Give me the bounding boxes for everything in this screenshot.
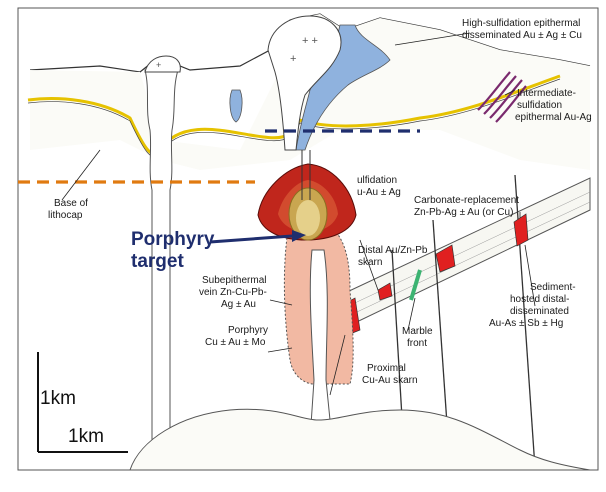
label-partial-1: ulfidation (357, 175, 397, 186)
label-subep-1: Subepithermal (202, 275, 266, 286)
label-prox-1: Proximal (367, 363, 406, 374)
dome-plus-1: + + (302, 35, 318, 47)
label-inter-1: Intermediate- (517, 88, 576, 99)
label-distal-1: Distal Au/Zn-Pb (358, 245, 428, 256)
label-sed-2: hosted distal- (510, 294, 569, 305)
label-partial-2: u-Au ± Ag (357, 187, 401, 198)
label-distal-2: skarn (358, 257, 382, 268)
label-subep-2: vein Zn-Cu-Pb- (199, 287, 267, 298)
label-inter-2: sulfidation (517, 100, 562, 111)
label-subep-3: Ag ± Au (221, 299, 256, 310)
dome-plus-2: + (290, 53, 296, 65)
label-target-2: target (131, 251, 184, 272)
label-marble-1: Marble (402, 326, 433, 337)
label-marble-2: front (407, 338, 427, 349)
label-inter-3: epithermal Au-Ag (515, 112, 592, 123)
label-prox-2: Cu-Au skarn (362, 375, 418, 386)
label-carb-2: Zn-Pb-Ag ± Au (or Cu) (414, 207, 513, 218)
label-target-1: Porphyry (131, 229, 215, 250)
label-high-sulf-1: High-sulfidation epithermal (462, 18, 580, 29)
plug-plus: + (156, 60, 161, 70)
label-sed-1: Sediment- (530, 282, 576, 293)
label-high-sulf-2: disseminated Au ± Ag ± Cu (462, 30, 582, 41)
label-carb-1: Carbonate-replacement (414, 195, 519, 206)
label-porph-1: Porphyry (228, 325, 268, 336)
scale-horizontal-label: 1km (68, 426, 104, 447)
label-base-1: Base of (54, 198, 88, 209)
label-porph-2: Cu ± Au ± Mo (205, 337, 266, 348)
label-base-2: lithocap (48, 210, 83, 221)
scale-vertical-label: 1km (40, 388, 76, 409)
label-sed-3: disseminated (510, 306, 569, 317)
label-sed-4: Au-As ± Sb ± Hg (489, 318, 563, 329)
